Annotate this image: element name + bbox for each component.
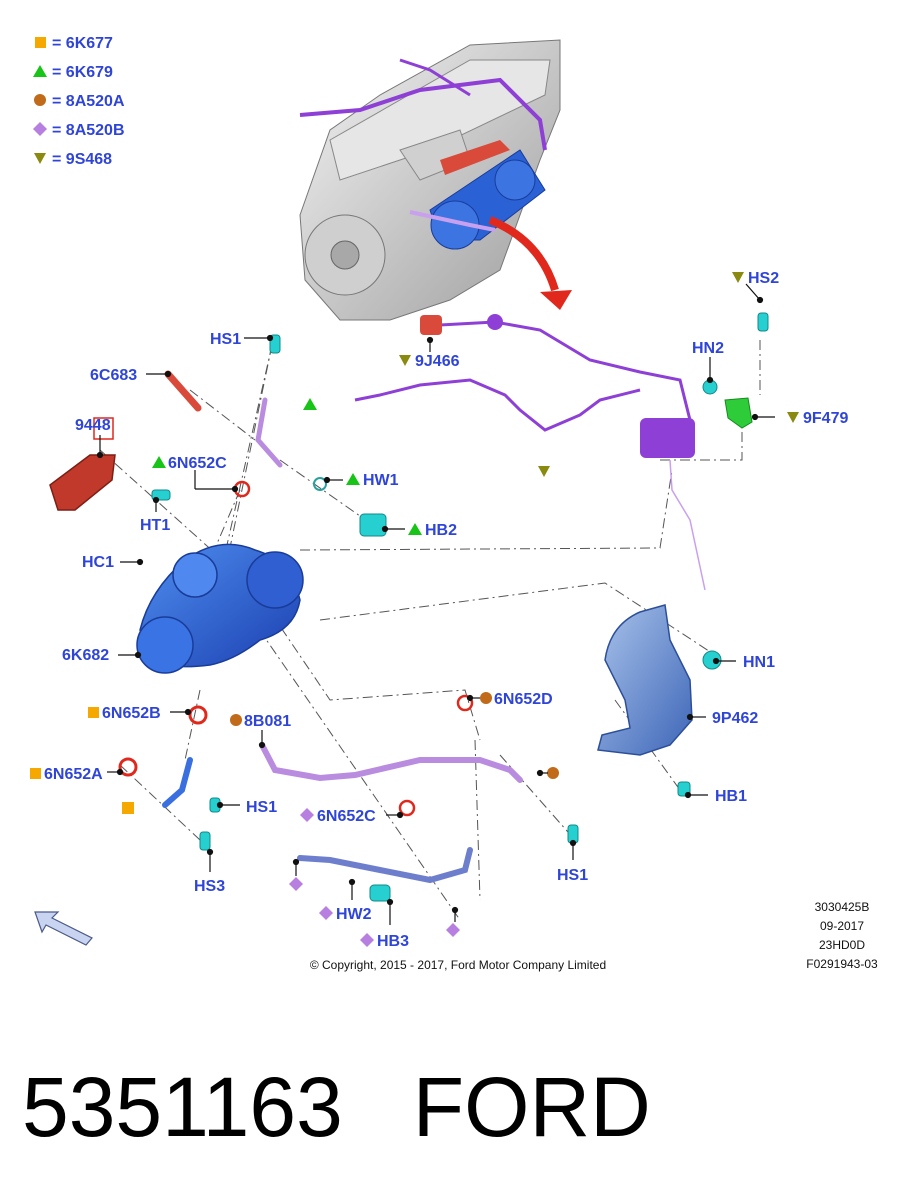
label-6n652b: 6N652B	[102, 705, 161, 722]
callout-labels: HS2 HN2 9F479 9J466 HS1 6C683 9448 6N652…	[30, 270, 848, 950]
triangle-marker-icon	[303, 398, 317, 410]
label-hs1-top: HS1	[210, 331, 241, 348]
pipes	[162, 397, 523, 884]
triangle-down-marker-icon	[538, 466, 550, 477]
part-markers	[122, 398, 559, 937]
fasteners	[118, 312, 769, 902]
label-9448: 9448	[75, 417, 111, 434]
diamond-marker-icon-2	[446, 923, 460, 937]
module-icon	[640, 418, 695, 458]
6n652c-bot-marker-icon	[300, 808, 314, 822]
label-hw2: HW2	[336, 906, 372, 923]
hw2-marker-icon	[319, 906, 333, 920]
9f479-marker-icon	[787, 412, 799, 423]
brand-name: FORD	[412, 1060, 651, 1154]
legend-triangle-down-icon	[34, 153, 46, 164]
label-hs1-mid: HS1	[246, 799, 277, 816]
label-6n652d: 6N652D	[494, 691, 553, 708]
legend-item-9s468: = 9S468	[52, 151, 112, 168]
document-metadata: 3030425B 09-2017 23HD0D F0291943-03 © Co…	[310, 900, 878, 972]
label-6n652c-bot: 6N652C	[317, 808, 376, 825]
6n652b-marker-icon	[88, 707, 99, 718]
sensor-6c683-icon	[164, 370, 202, 412]
label-ht1: HT1	[140, 517, 170, 534]
square-marker-icon	[122, 802, 134, 814]
gasket-9448-icon	[49, 454, 116, 511]
part-caption: 5351163 FORD	[22, 1052, 902, 1162]
copyright-text: © Copyright, 2015 - 2017, Ford Motor Com…	[310, 958, 606, 972]
label-hc1: HC1	[82, 554, 114, 571]
turbocharger-assembly	[136, 543, 304, 674]
legend: = 6K677 = 6K679 = 8A520A = 8A520B = 9S46…	[33, 35, 125, 168]
label-9f479: 9F479	[803, 410, 848, 427]
legend-square-icon	[35, 37, 46, 48]
legend-diamond-icon	[33, 122, 47, 136]
diamond-marker-icon-1	[289, 877, 303, 891]
6n652d-marker-icon	[480, 692, 492, 704]
engine-illustration	[299, 39, 561, 321]
label-9p462: 9P462	[712, 710, 758, 727]
direction-arrow-icon	[34, 911, 93, 946]
hw1-marker-icon	[346, 473, 360, 485]
connector-9j466-icon	[420, 315, 442, 335]
hb2-marker-icon	[408, 523, 422, 535]
label-hn1: HN1	[743, 654, 775, 671]
meta-date: 09-2017	[820, 919, 864, 933]
meta-ref: 3030425B	[815, 900, 870, 914]
label-6k682: 6K682	[62, 647, 109, 664]
6n652a-marker-icon	[30, 768, 41, 779]
label-hw1: HW1	[363, 472, 399, 489]
bracket-9f479-icon	[724, 397, 753, 429]
legend-item-8a520a: = 8A520A	[52, 93, 125, 110]
label-9j466: 9J466	[415, 353, 460, 370]
hs2-marker-icon	[732, 272, 744, 283]
label-6n652c-top: 6N652C	[168, 455, 227, 472]
label-hs3: HS3	[194, 878, 225, 895]
legend-item-8a520b: = 8A520B	[52, 122, 125, 139]
part-number: 5351163	[22, 1060, 343, 1154]
legend-item-6k679: = 6K679	[52, 64, 113, 81]
legend-circle-icon	[34, 94, 46, 106]
hb3-marker-icon	[360, 933, 374, 947]
circle-marker-icon	[547, 767, 559, 779]
grommet-icon	[487, 314, 503, 330]
parts-diagram: = 6K677 = 6K679 = 8A520A = 8A520B = 9S46…	[30, 35, 878, 972]
red-arrowhead-icon	[540, 290, 572, 310]
label-8b081: 8B081	[244, 713, 291, 730]
gasket-highlight-box	[93, 417, 114, 440]
label-hn2: HN2	[692, 340, 724, 357]
label-hb2: HB2	[425, 522, 457, 539]
callout-leaders	[96, 283, 775, 925]
legend-item-6k677: = 6K677	[52, 35, 113, 52]
meta-figure: F0291943-03	[806, 957, 878, 971]
heat-shield-9p462-icon	[597, 604, 693, 756]
label-6n652a: 6N652A	[44, 766, 103, 783]
6n652c-top-marker-icon	[152, 456, 166, 468]
8b081-marker-icon	[230, 714, 242, 726]
meta-code: 23HD0D	[819, 938, 865, 952]
label-hs2: HS2	[748, 270, 779, 287]
label-hs1-right: HS1	[557, 867, 588, 884]
9j466-marker-icon	[399, 355, 411, 366]
red-arrow-icon	[488, 216, 559, 292]
legend-triangle-icon	[33, 65, 47, 77]
label-6c683: 6C683	[90, 367, 137, 384]
label-hb1: HB1	[715, 788, 747, 805]
label-hb3: HB3	[377, 933, 409, 950]
